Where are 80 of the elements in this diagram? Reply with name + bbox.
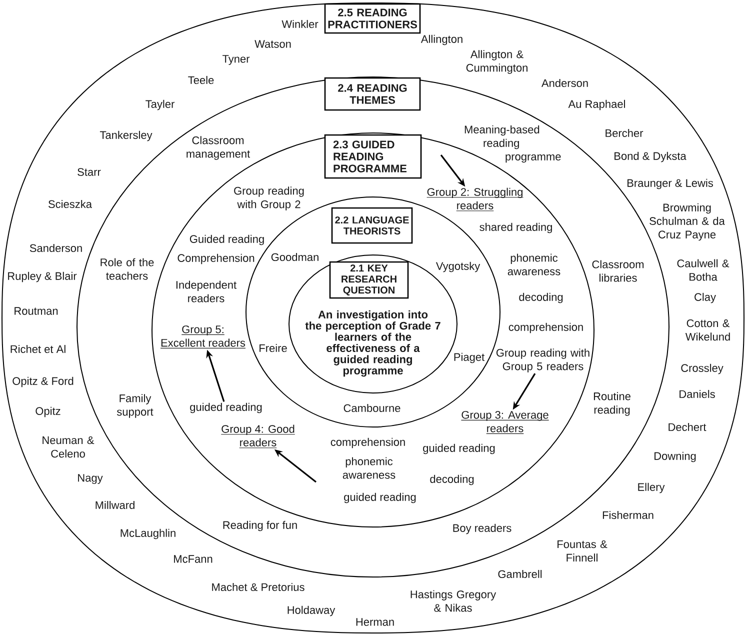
author-name: Crossley (681, 364, 724, 374)
theorist-name: Goodman (271, 252, 318, 262)
author-name: Fountas & Finnell (558, 540, 608, 562)
author-name: Richet et Al (10, 344, 66, 354)
activity-label: guided reading (190, 402, 262, 414)
author-name: Scieszka (48, 200, 92, 208)
author-name: Millward (96, 500, 134, 510)
author-name: Starr (78, 168, 101, 176)
author-name: Tankersley (100, 130, 152, 142)
theme-label: Meaning-based reading programme (464, 125, 561, 163)
author-name: Hastings Gregory & Nikas (410, 590, 496, 612)
author-name: Sanderson (30, 244, 82, 252)
author-name: Downing (654, 452, 696, 462)
author-name: Routman (14, 307, 58, 315)
theme-label: Family support (116, 394, 154, 418)
author-name: Anderson (541, 78, 588, 88)
author-name: Rupley & Blair (8, 272, 77, 282)
activity-label: Guided reading (190, 234, 264, 246)
heading-box: 2.1 KEY RESEARCH QUESTION (329, 261, 409, 299)
heading-box: 2.3 GUIDED READING PROGRAMME (324, 134, 422, 179)
author-name: Watson (254, 40, 291, 48)
theme-label: Classroom libraries (592, 260, 644, 282)
activity-label: guided reading (423, 444, 495, 454)
author-name: Dechert (668, 422, 706, 432)
author-name: Cotton & Wikelund (685, 319, 730, 341)
theorist-name: Piaget (454, 352, 485, 364)
activity-label: decoding (519, 292, 563, 304)
theme-label: Classroom management (186, 136, 250, 160)
activity-label: guided reading (344, 492, 416, 504)
author-name: Opitz (36, 406, 60, 418)
author-name: Caulwell & Botha (677, 259, 730, 281)
group-label: Group 3: Average readers (460, 410, 550, 434)
activity-label: Group reading with Group 2 (234, 186, 304, 210)
theme-label: Role of the teachers (100, 258, 154, 280)
theorist-name: Freire (260, 344, 287, 352)
group-label: Group 2: Struggling readers (426, 188, 524, 212)
heading-box: 2.4 READING THEMES (324, 77, 421, 111)
group-label: Group 5: Excellent readers (160, 325, 246, 349)
author-name: Braunger & Lewis (628, 178, 713, 190)
author-name: Tayler (146, 100, 174, 110)
author-name: Allington & Cummington (466, 50, 528, 74)
activity-label: decoding (430, 474, 474, 486)
question-text: An investigation into the perception of Grade 7 learners of the effectiveness of a guided reading programme (305, 310, 440, 377)
theme-label: Boy readers (453, 524, 512, 534)
author-name: Au Raphael (568, 100, 625, 110)
author-name: Gambrell (498, 570, 542, 578)
heading-box: 2.5 READING PRACTITIONERS (324, 3, 421, 34)
author-name: Clay (694, 292, 716, 304)
activity-label: comprehension (330, 438, 405, 448)
author-name: Herman (356, 618, 394, 626)
activity-label: comprehension (508, 322, 583, 334)
activity-label: phonemic awareness (342, 457, 396, 479)
author-name: Machet & Pretorius (212, 582, 304, 592)
author-name: Nagy (78, 474, 103, 484)
author-name: McFann (174, 555, 212, 563)
theorist-name: Vygotsky (436, 262, 480, 272)
theme-label: Reading for fun (223, 520, 297, 532)
activity-label: Independent readers (176, 280, 236, 302)
author-name: Browming Schulman & da Cruz Payne (650, 203, 725, 241)
author-name: Allington (420, 34, 462, 46)
author-name: Bercher (606, 128, 644, 138)
author-name: Fisherman (602, 510, 654, 520)
activity-label: phonemic awareness (508, 254, 560, 276)
author-name: Holdaway (288, 606, 336, 616)
theme-label: Routine reading (594, 392, 630, 416)
author-name: Neuman & Celeno (42, 436, 94, 458)
author-name: Teele (188, 76, 214, 84)
author-name: McLaughlin (120, 528, 176, 540)
activity-label: Group reading with Group 5 readers (496, 348, 590, 372)
author-name: Bond & Dyksta (614, 152, 686, 162)
heading-box: 2.2 LANGUAGE THEORISTS (331, 207, 413, 244)
activity-label: Comprehension (178, 254, 254, 264)
author-name: Ellery (638, 482, 665, 494)
author-name: Daniels (680, 390, 715, 398)
activity-label: shared reading (480, 222, 552, 234)
group-label: Group 4: Good readers (220, 424, 296, 448)
author-name: Opitz & Ford (12, 376, 74, 388)
author-name: Winkler (282, 20, 318, 28)
author-name: Tyner (222, 55, 250, 65)
theorist-name: Cambourne (344, 404, 400, 412)
